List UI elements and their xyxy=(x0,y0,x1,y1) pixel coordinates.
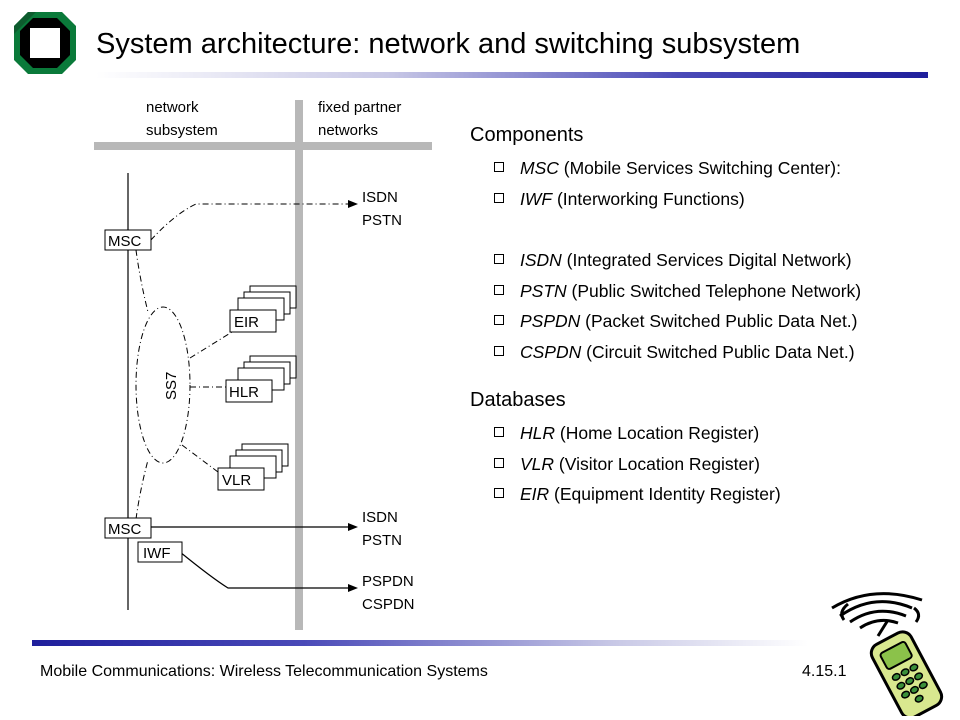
network-subsystem-label-1: network xyxy=(146,99,199,116)
iwf-label: IWF xyxy=(143,545,171,562)
university-logo-icon xyxy=(14,12,76,74)
arrow-isdn-top xyxy=(348,200,358,208)
list-item: CSPDN (Circuit Switched Public Data Net.… xyxy=(470,337,940,368)
horizontal-divider-bar xyxy=(94,142,432,150)
eir-stack xyxy=(229,285,297,333)
title-divider xyxy=(96,72,928,78)
bullet-box-icon xyxy=(494,345,504,356)
hlr-stack xyxy=(225,355,297,403)
fixed-networks-label-1: fixed partner xyxy=(318,99,401,116)
isdn-bottom-label: ISDN xyxy=(362,509,398,526)
ss7-label: SS7 xyxy=(163,372,180,400)
msc-top-box xyxy=(104,229,152,251)
page-title: System architecture: network and switchi… xyxy=(96,28,801,60)
msc-top-label: MSC xyxy=(108,233,142,250)
pstn-top-label: PSTN xyxy=(362,212,402,229)
iwf-box xyxy=(137,541,183,563)
vlr-label: VLR xyxy=(222,472,251,489)
databases-heading: Databases xyxy=(470,389,566,411)
vertical-divider-bar xyxy=(295,100,303,630)
ss7-ellipse xyxy=(135,306,191,464)
footer-course-title: Mobile Communications: Wireless Telecomm… xyxy=(40,663,488,680)
list-item: VLR (Visitor Location Register) xyxy=(470,449,940,480)
hlr-label: HLR xyxy=(229,384,259,401)
msc-bottom-to-ss7 xyxy=(135,459,149,520)
list-item: PSTN (Public Switched Telephone Network) xyxy=(470,276,940,307)
isdn-top-label: ISDN xyxy=(362,189,398,206)
list-item: ISDN (Integrated Services Digital Networ… xyxy=(470,245,940,276)
footer-divider xyxy=(32,640,808,646)
list-item: PSPDN (Packet Switched Public Data Net.) xyxy=(470,306,940,337)
list-item: EIR (Equipment Identity Register) xyxy=(470,479,940,510)
bullet-box-icon xyxy=(494,162,504,172)
mobile-phone-icon xyxy=(831,592,944,716)
msc-bottom-box xyxy=(104,517,152,539)
pstn-bottom-label: PSTN xyxy=(362,532,402,549)
network-subsystem-label-2: subsystem xyxy=(146,122,218,139)
bullet-box-icon xyxy=(494,192,504,203)
component-list: Components MSC (Mobile Services Switchin… xyxy=(470,124,940,510)
list-item: MSC (Mobile Services Switching Center): xyxy=(470,153,940,184)
fixed-networks-label-2: networks xyxy=(318,122,378,139)
msc-bottom-label: MSC xyxy=(108,521,142,538)
list-item: IWF (Interworking Functions) xyxy=(470,184,940,215)
bullet-box-icon xyxy=(494,315,504,325)
bullet-box-icon xyxy=(494,488,504,498)
bullet-box-icon xyxy=(494,427,504,437)
components-heading: Components xyxy=(470,124,584,146)
arrow-isdn-bottom xyxy=(348,523,358,531)
bullet-box-icon xyxy=(494,284,504,295)
ss7-to-eir xyxy=(189,326,241,359)
footer-slide-number: 4.15.1 xyxy=(802,663,847,680)
cspdn-label: CSPDN xyxy=(362,596,415,613)
eir-label: EIR xyxy=(234,314,259,331)
bullet-box-icon xyxy=(494,254,504,264)
msc-top-to-isdn xyxy=(141,203,350,251)
vlr-stack xyxy=(217,443,289,491)
list-item: HLR (Home Location Register) xyxy=(470,418,940,449)
msc-top-to-ss7 xyxy=(135,249,149,313)
arrow-pspdn xyxy=(348,584,358,592)
ss7-to-vlr xyxy=(181,444,219,473)
pspdn-label: PSPDN xyxy=(362,573,414,590)
iwf-to-pspdn xyxy=(179,551,350,589)
bullet-box-icon xyxy=(494,457,504,468)
